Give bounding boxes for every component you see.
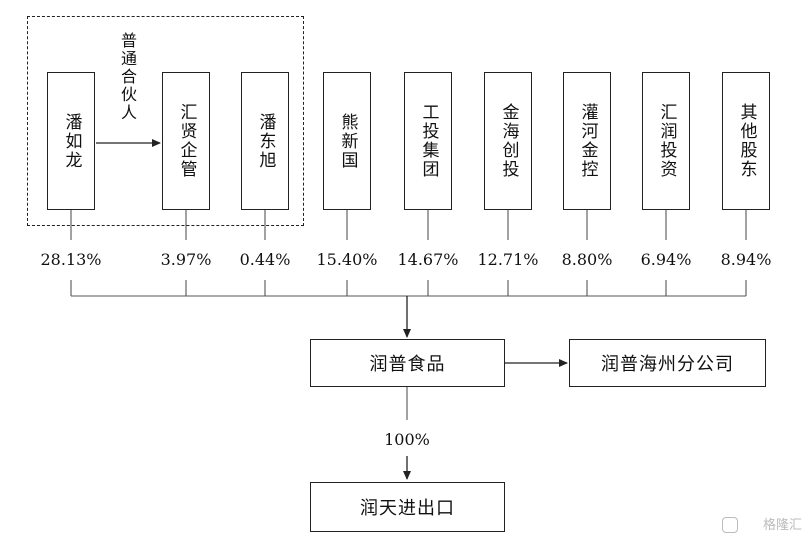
- shareholder-pct: 12.71%: [477, 250, 539, 269]
- shareholder-pct: 3.97%: [160, 250, 212, 269]
- watermark-text: 格隆汇: [762, 518, 802, 533]
- shareholder-pct: 14.67%: [397, 250, 459, 269]
- gp-note: 普通合伙人: [118, 32, 137, 122]
- shareholder-name: 汇贤企管: [176, 103, 197, 179]
- shareholder-name: 其他股东: [736, 103, 757, 179]
- shareholder-box-jinhai: 金海创投: [484, 72, 532, 210]
- shareholder-pct: 8.80%: [561, 250, 613, 269]
- subsidiary-pct: 100%: [384, 430, 430, 449]
- shareholder-name: 灌河金控: [577, 103, 598, 179]
- shareholder-box-gongtou: 工投集团: [404, 72, 452, 210]
- shareholder-name: 熊新国: [337, 112, 358, 170]
- company-box: 润普食品: [310, 339, 505, 387]
- shareholder-box-pandongxu: 潘东旭: [241, 72, 289, 210]
- shareholder-box-huirun: 汇润投资: [642, 72, 690, 210]
- shareholder-name: 潘东旭: [255, 112, 276, 170]
- shareholder-pct: 8.94%: [720, 250, 772, 269]
- shareholder-name: 汇润投资: [656, 103, 677, 179]
- shareholder-pct: 28.13%: [40, 250, 102, 269]
- shareholder-name: 潘如龙: [61, 112, 82, 170]
- shareholder-name: 工投集团: [418, 103, 439, 179]
- shareholder-box-xiongxinguo: 熊新国: [323, 72, 371, 210]
- shareholder-box-panruolong: 潘如龙: [47, 72, 95, 210]
- shareholder-pct: 6.94%: [640, 250, 692, 269]
- g-logo-icon: [722, 517, 738, 533]
- company-name: 润普食品: [369, 354, 446, 375]
- shareholder-box-guanhe: 灌河金控: [563, 72, 611, 210]
- shareholder-name: 金海创投: [498, 103, 519, 179]
- shareholder-pct: 15.40%: [316, 250, 378, 269]
- branch-box: 润普海州分公司: [569, 339, 766, 387]
- gp-group-outline: [27, 16, 304, 226]
- shareholder-box-other: 其他股东: [722, 72, 770, 210]
- shareholder-pct: 0.44%: [239, 250, 291, 269]
- subsidiary-box: 润天进出口: [310, 482, 505, 532]
- branch-name: 润普海州分公司: [601, 354, 734, 375]
- subsidiary-name: 润天进出口: [360, 498, 455, 519]
- shareholder-box-huixianqiguan: 汇贤企管: [162, 72, 210, 210]
